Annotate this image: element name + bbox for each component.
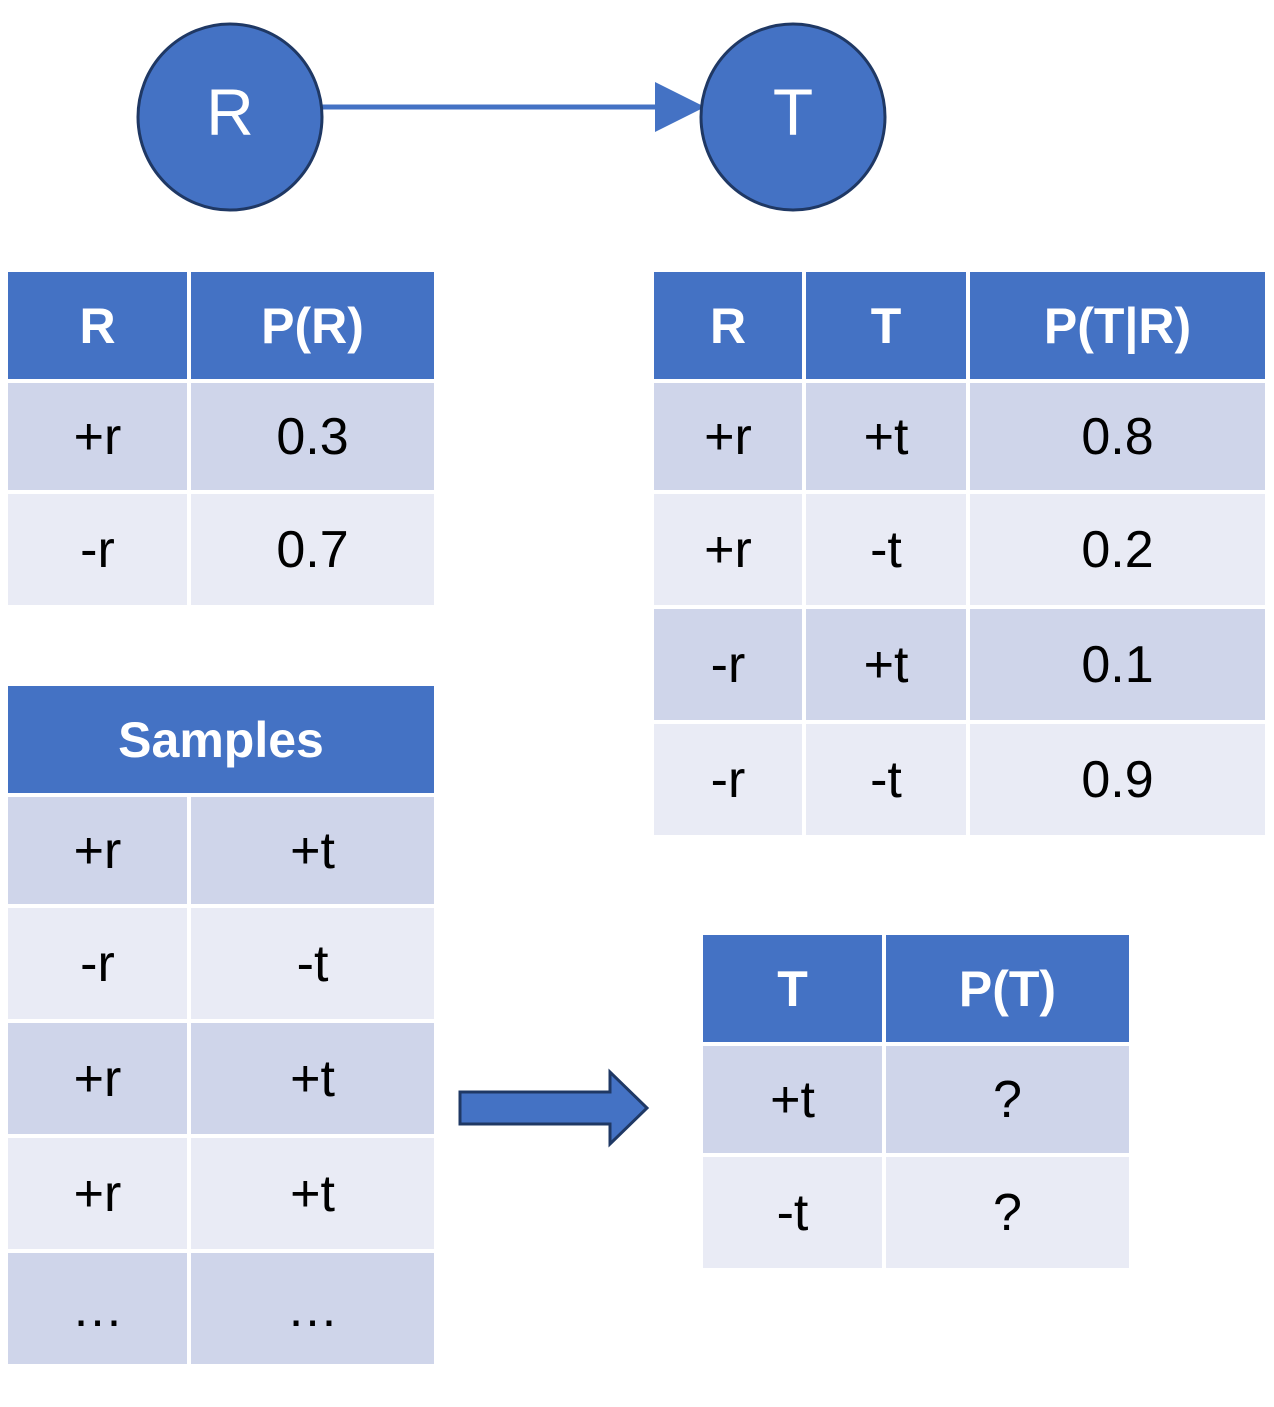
table-cell: +t	[191, 797, 435, 904]
table-pt: T P(T) +t ? -t ?	[699, 931, 1133, 1272]
table-row: -r 0.7	[8, 494, 434, 605]
table-cell: ?	[886, 1157, 1129, 1268]
table-row: +r +t 0.8	[654, 383, 1265, 490]
table-cell: +t	[191, 1138, 435, 1249]
table-cell: -t	[703, 1157, 882, 1268]
table-cell: -r	[8, 494, 187, 605]
table-row: -t ?	[703, 1157, 1129, 1268]
table-cell: ?	[886, 1046, 1129, 1153]
table-row: +r +t	[8, 1138, 435, 1249]
table-cell: 0.1	[970, 609, 1265, 720]
table-row: +t ?	[703, 1046, 1129, 1153]
table-cell: +r	[654, 494, 802, 605]
table-cell: -t	[806, 724, 966, 835]
table-cell: +t	[806, 609, 966, 720]
table-cell: -r	[8, 908, 187, 1019]
table-pr-header: P(R)	[191, 272, 434, 379]
table-ptr-header: T	[806, 272, 966, 379]
table-row: -r +t 0.1	[654, 609, 1265, 720]
table-row: +r +t	[8, 1023, 435, 1134]
table-cell: 0.8	[970, 383, 1265, 490]
node-r-label: R	[206, 75, 254, 149]
table-cell: +r	[8, 797, 187, 904]
table-row: -r -t 0.9	[654, 724, 1265, 835]
node-t: T	[699, 22, 887, 212]
table-cell: …	[8, 1253, 187, 1364]
table-cell: +t	[703, 1046, 882, 1153]
table-row: +r +t	[8, 797, 435, 904]
table-row: … …	[8, 1253, 435, 1364]
table-ptr: R T P(T|R) +r +t 0.8 +r -t 0.2 -r +t 0.1…	[650, 268, 1269, 839]
table-pt-header: T	[703, 935, 882, 1042]
table-ptr-header-row: R T P(T|R)	[654, 272, 1265, 379]
table-pr: R P(R) +r 0.3 -r 0.7	[4, 268, 438, 609]
samples-header-row: Samples	[8, 686, 435, 793]
table-cell: +r	[8, 383, 187, 490]
table-cell: -r	[654, 724, 802, 835]
table-pr-header: R	[8, 272, 187, 379]
table-cell: +t	[806, 383, 966, 490]
table-pr-header-row: R P(R)	[8, 272, 434, 379]
table-pt-header: P(T)	[886, 935, 1129, 1042]
table-row: +r 0.3	[8, 383, 434, 490]
table-cell: +r	[654, 383, 802, 490]
table-cell: -t	[191, 908, 435, 1019]
table-cell: -t	[806, 494, 966, 605]
table-cell: …	[191, 1253, 435, 1364]
table-row: -r -t	[8, 908, 435, 1019]
table-row: +r -t 0.2	[654, 494, 1265, 605]
table-ptr-header: R	[654, 272, 802, 379]
table-cell: 0.2	[970, 494, 1265, 605]
table-cell: 0.7	[191, 494, 434, 605]
table-cell: -r	[654, 609, 802, 720]
table-cell: +t	[191, 1023, 435, 1134]
table-cell: 0.9	[970, 724, 1265, 835]
node-t-label: T	[773, 75, 813, 149]
table-cell: +r	[8, 1023, 187, 1134]
table-ptr-header: P(T|R)	[970, 272, 1265, 379]
node-r: R	[136, 22, 324, 212]
samples-title: Samples	[8, 686, 435, 793]
block-arrow	[458, 1068, 650, 1148]
table-pt-header-row: T P(T)	[703, 935, 1129, 1042]
table-cell: +r	[8, 1138, 187, 1249]
table-cell: 0.3	[191, 383, 434, 490]
table-samples: Samples +r +t -r -t +r +t +r +t … …	[4, 682, 438, 1368]
